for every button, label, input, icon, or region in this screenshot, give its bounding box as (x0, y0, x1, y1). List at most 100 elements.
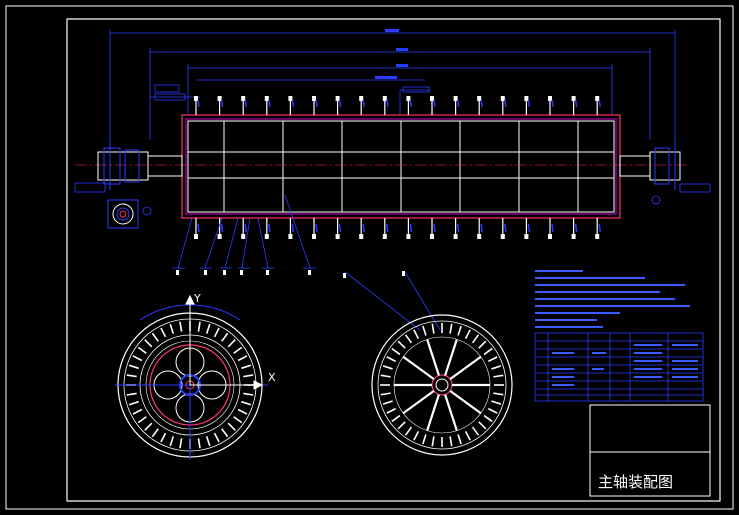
spoke (444, 339, 458, 376)
tick-mark (471, 426, 480, 436)
tick-mark (431, 323, 435, 334)
tick-mark (227, 422, 236, 431)
drum-pins (194, 96, 601, 239)
spoke (402, 355, 435, 381)
pin-bottom (453, 218, 460, 239)
tick-mark (457, 434, 462, 445)
pin-bottom (524, 218, 531, 239)
pin-bottom (477, 218, 483, 239)
tick-mark (221, 428, 229, 438)
tick-mark (179, 321, 183, 332)
dimension-labels (154, 29, 430, 101)
tick-mark (126, 392, 137, 396)
tick-mark (404, 334, 413, 344)
spoke (449, 389, 482, 415)
shaft-end-left (97, 140, 183, 190)
pin-bottom (500, 218, 507, 239)
pin-bottom (595, 218, 601, 239)
pin-top (312, 96, 318, 115)
pin-bottom (548, 218, 554, 239)
tick-mark (197, 438, 201, 449)
spoke (426, 339, 440, 376)
pin-bottom (241, 218, 247, 239)
drawing-title: 主轴装配图 (598, 473, 673, 491)
tick-mark (413, 430, 420, 441)
part-leaders (172, 194, 441, 331)
pin-top (382, 96, 389, 115)
pin-top (264, 96, 271, 115)
pin-top (288, 96, 295, 115)
tick-mark (197, 321, 201, 332)
tick-mark (241, 400, 252, 406)
tick-mark (213, 327, 220, 338)
tick-mark (160, 327, 167, 338)
tick-mark (483, 414, 493, 423)
tick-mark (491, 365, 502, 370)
tick-mark (380, 392, 391, 396)
end-view-right (371, 314, 513, 456)
tick-mark (471, 334, 480, 344)
tick-mark (478, 340, 487, 349)
spoke (449, 355, 482, 381)
shaft-end-right (619, 140, 681, 190)
tick-mark (213, 432, 220, 443)
pin-top (571, 96, 578, 115)
tick-mark (243, 392, 254, 396)
tick-mark (487, 356, 498, 363)
outer-frame (5, 5, 734, 510)
tick-mark (227, 339, 236, 348)
pin-bottom (430, 218, 436, 239)
title-block (589, 404, 711, 497)
pin-bottom (335, 218, 342, 239)
tick-mark (132, 408, 143, 415)
pin-bottom (406, 218, 413, 239)
pin-bottom (217, 218, 224, 239)
tick-mark (160, 432, 167, 443)
tick-mark (397, 421, 406, 430)
pin-bottom (359, 218, 365, 239)
pin-bottom (264, 218, 271, 239)
tick-mark (397, 340, 406, 349)
wheel-spokes (394, 339, 490, 431)
tick-mark (487, 407, 498, 414)
pin-top (548, 96, 554, 115)
tick-mark (137, 346, 147, 354)
tick-mark (132, 355, 143, 362)
callout-boxes (74, 84, 711, 216)
drum-side-view (75, 114, 690, 219)
pin-top (406, 96, 413, 115)
tick-mark (128, 364, 139, 370)
tick-mark (478, 421, 487, 430)
tick-mark (243, 374, 254, 378)
pin-top (217, 96, 224, 115)
tick-mark (221, 332, 229, 342)
tick-mark (413, 329, 420, 340)
pin-top (241, 96, 247, 115)
tick-mark (493, 392, 504, 396)
tick-mark (404, 426, 413, 436)
dimension-lines (109, 30, 676, 140)
pin-top (453, 96, 460, 115)
pin-top (477, 96, 483, 115)
tick-mark (233, 416, 243, 424)
tick-mark (137, 416, 147, 424)
parts-table (534, 332, 704, 402)
tick-mark (431, 436, 435, 447)
tick-mark (483, 347, 493, 356)
pin-bottom (288, 218, 295, 239)
tick-mark (205, 323, 211, 334)
tick-mark (144, 339, 153, 348)
pin-top (524, 96, 531, 115)
pin-top (430, 96, 436, 115)
tick-mark (382, 365, 393, 370)
tick-mark (386, 356, 397, 363)
tick-mark (386, 407, 397, 414)
tick-mark (237, 408, 248, 415)
tick-mark (144, 422, 153, 431)
tick-mark (449, 436, 453, 447)
tick-mark (449, 323, 453, 334)
tick-mark (241, 364, 252, 370)
tick-mark (169, 436, 175, 447)
tick-mark (169, 323, 175, 334)
